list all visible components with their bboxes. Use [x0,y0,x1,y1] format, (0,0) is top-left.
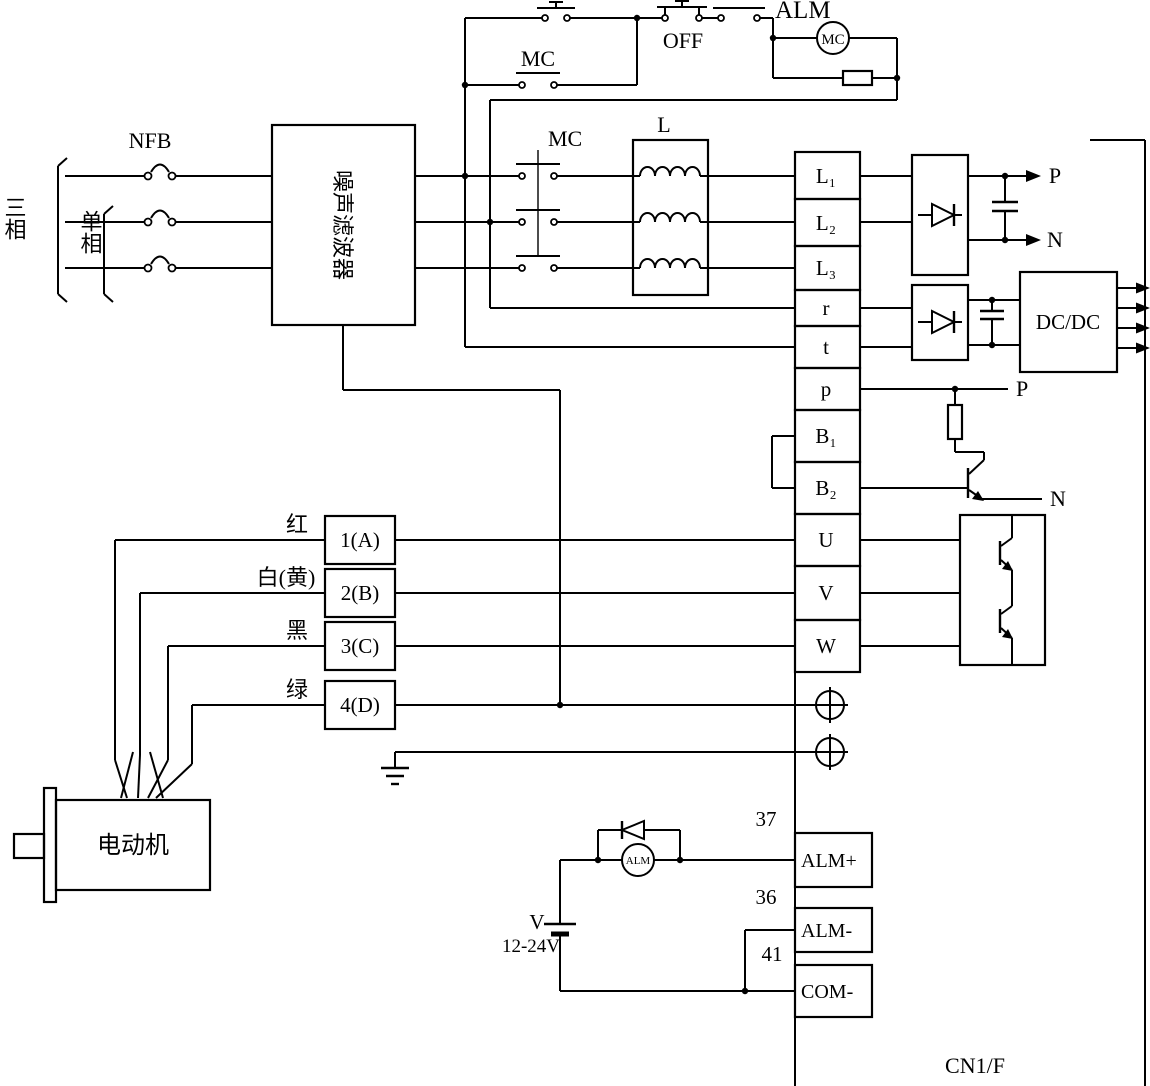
single-phase-label: 单相 [78,210,103,254]
dcdc-label: DC/DC [1036,310,1100,334]
ground-terminal-1 [815,687,845,723]
com-minus-label: COM- [801,981,853,1003]
wire-color-red: 红 [286,512,308,537]
rectifier-box-control [910,283,970,362]
motor-terminal-3c: 3(C) [341,634,380,658]
nfb-breaker-2 [143,209,177,227]
mc-selfhold-contact [516,72,560,89]
alm-relay-coil [621,843,655,877]
motor-cable-funnel [120,751,164,799]
inductor-coil-3 [639,258,701,269]
bus-p-arrow [1026,170,1041,182]
igbt-module-box [958,513,1047,667]
motor-terminal-block [323,514,397,731]
motor-label: 电动机 [97,832,169,859]
wire-color-white-yellow: 白(黄) [257,565,316,590]
battery-range-label: 12-24V [502,936,560,957]
terminal-label-b1: B₁ [815,424,836,448]
terminal-label-p: p [821,377,832,401]
surge-resistor [841,69,874,87]
inductor-box [631,138,710,297]
three-phase-brace [57,157,68,303]
inductor-coil-2 [639,212,701,223]
junction-dots [461,14,1009,995]
alm-top-label: ALM [775,0,831,24]
on-pushbutton [537,1,575,22]
igbt-transistor-2 [998,605,1013,665]
alm-contact [713,7,765,22]
terminal-block [793,150,862,674]
mc-coil-label: MC [821,32,844,48]
igbt-transistor-1 [998,515,1013,571]
terminal-label-u: U [818,528,833,552]
mc-main-label: MC [548,126,582,151]
terminal-label-l2: L₂ [816,211,836,235]
off-pushbutton [657,0,707,22]
flyback-diode-icon [619,819,645,841]
wire-color-green: 绿 [286,677,308,702]
terminal-label-w: W [816,634,836,658]
bus-p-label: P [1049,163,1061,188]
nfb-breaker-1 [143,163,177,181]
regen-resistor [946,403,964,441]
diode-icon [918,202,962,228]
cn1f-terminal-block [793,831,874,1019]
pin-41-label: 41 [762,942,783,966]
alm-coil-label: ALM [626,855,651,867]
rectifier-box-main [910,153,970,277]
mc-selfhold-label: MC [521,46,555,71]
inductor-coil-1 [639,166,701,177]
mc-main-contacts [516,150,560,272]
dcdc-box [1018,270,1119,374]
terminal-label-v: V [818,581,833,605]
mc-coil [816,21,850,55]
diode-icon-2 [918,309,962,335]
alm-plus-label: ALM+ [801,850,857,872]
pin-36-label: 36 [756,885,777,909]
pin-37-label: 37 [756,807,777,831]
terminal-label-l3: L₃ [816,256,836,280]
motor [12,786,212,904]
earth-ground-icon [381,752,409,786]
motor-terminal-2b: 2(B) [341,581,380,605]
noise-filter-label: 噪声滤波器 [330,170,355,280]
p-bus-tap-label: P [1016,376,1028,401]
terminal-label-b2: B₂ [815,476,836,500]
nfb-breaker-3 [143,255,177,273]
n-bus-tap-label: N [1050,486,1066,511]
motor-terminal-4d: 4(D) [340,693,380,717]
motor-terminal-1a: 1(A) [340,528,380,552]
battery-v-label: V [529,910,544,934]
terminal-label-l1: L₁ [816,164,836,188]
single-phase-brace [103,205,114,303]
wires [65,17,1146,1086]
wire-color-black: 黑 [286,618,308,643]
inductor-label: L [657,112,670,137]
off-label: OFF [663,28,703,53]
bus-capacitor-icon [992,200,1018,213]
dcdc-output-arrows [1117,282,1150,354]
terminal-label-t: t [823,335,829,359]
terminal-label-r: r [823,296,830,320]
alm-minus-label: ALM- [801,920,852,942]
nfb-label: NFB [129,128,172,153]
noise-filter-box [270,123,417,327]
control-capacitor-icon [980,309,1004,321]
bus-n-arrow [1026,234,1041,246]
ground-terminal-2 [815,734,845,770]
cn1f-label: CN1/F [945,1053,1005,1078]
battery-icon [544,922,576,937]
regen-transistor [966,459,985,501]
bus-n-label: N [1047,227,1063,252]
three-phase-label: 三相 [2,196,27,240]
